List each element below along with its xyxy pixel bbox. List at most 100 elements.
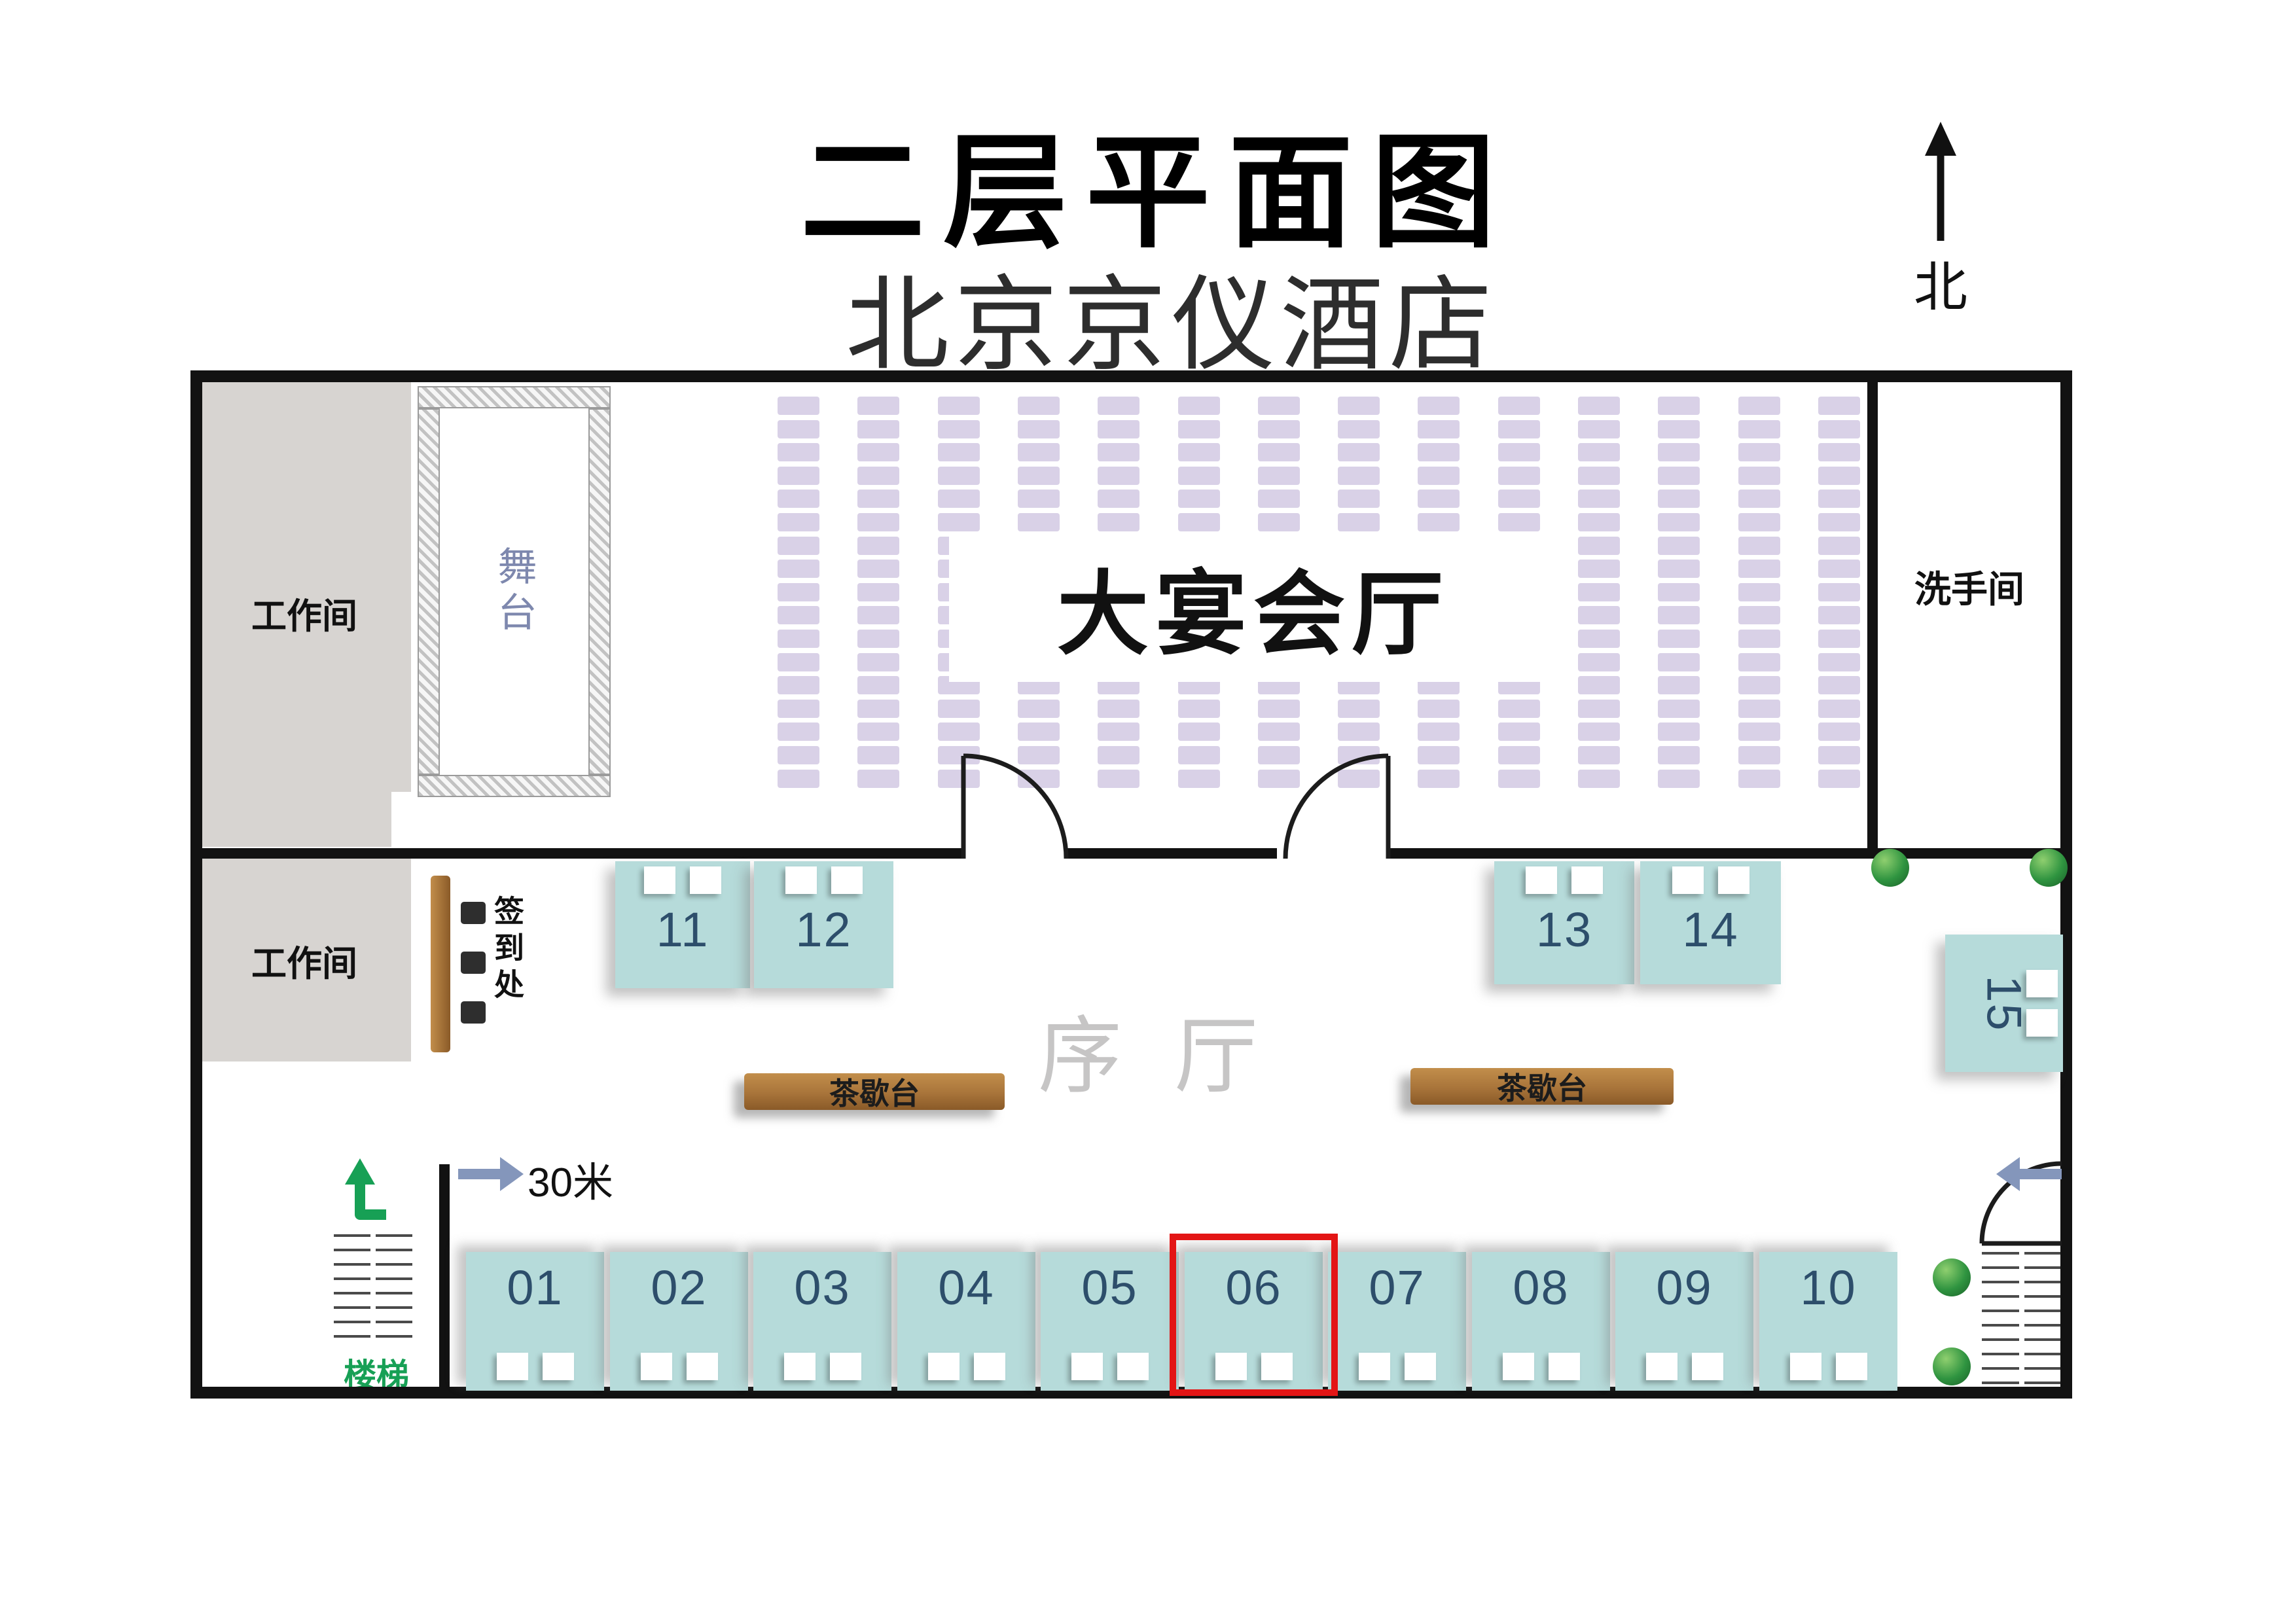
workroom-mid: 工作间 [198, 859, 411, 1061]
banquet-chair [857, 513, 899, 531]
booth-tables [640, 1353, 718, 1380]
banquet-chair [1818, 653, 1860, 671]
banquet-chair [1418, 722, 1460, 741]
banquet-chair [1578, 420, 1620, 438]
banquet-chair [778, 676, 819, 694]
banquet-chair [778, 560, 819, 578]
banquet-chair [778, 397, 819, 415]
banquet-chair [1498, 397, 1540, 415]
banquet-chair [857, 443, 899, 461]
booth-number: 08 [1513, 1260, 1570, 1315]
booth-tables [783, 1353, 861, 1380]
banquet-chair [1418, 467, 1460, 485]
banquet-chair [778, 746, 819, 764]
banquet-chair [857, 420, 899, 438]
booth-number: 04 [938, 1260, 995, 1315]
booth-08: 08 [1472, 1252, 1610, 1391]
banquet-chair [778, 513, 819, 531]
banquet-chair [1338, 397, 1380, 415]
banquet-chair [1738, 630, 1780, 648]
banquet-chair [1818, 513, 1860, 531]
banquet-chair [1098, 490, 1139, 508]
banquet-chair [1658, 746, 1700, 764]
banquet-hall-label: 大宴会厅 [949, 531, 1558, 682]
banquet-chair [1418, 443, 1460, 461]
booth-02: 02 [610, 1252, 748, 1391]
plant-icon [1871, 849, 1909, 887]
banquet-chair [1738, 606, 1780, 624]
banquet-chair [1498, 746, 1540, 764]
banquet-chair [1578, 467, 1620, 485]
booth-number: 14 [1682, 902, 1739, 957]
banquet-chair [1578, 722, 1620, 741]
banquet-chair [1818, 443, 1860, 461]
booth-tables [496, 1353, 574, 1380]
banquet-chair [1498, 770, 1540, 788]
banquet-chair [1018, 770, 1060, 788]
banquet-chair [1338, 420, 1380, 438]
tea-station-label: 茶歇台 [1497, 1071, 1587, 1105]
banquet-chair [1338, 746, 1380, 764]
banquet-chair [1178, 443, 1220, 461]
banquet-chair [1578, 630, 1620, 648]
banquet-chair [1578, 513, 1620, 531]
entrance-door-arc [1979, 1161, 2062, 1244]
banquet-chair [1178, 467, 1220, 485]
booth-number: 01 [507, 1260, 564, 1315]
banquet-chair [1018, 746, 1060, 764]
banquet-chair [938, 513, 980, 531]
banquet-chair [1818, 490, 1860, 508]
banquet-chair [778, 420, 819, 438]
booth-number: 06 [1225, 1260, 1282, 1315]
tea-station-label: 茶歇台 [829, 1077, 920, 1111]
booth-14: 14 [1640, 861, 1781, 984]
banquet-chair [857, 770, 899, 788]
booth-06: 06 [1185, 1252, 1323, 1391]
banquet-chair [1018, 397, 1060, 415]
banquet-chair [1738, 513, 1780, 531]
booth-number: 02 [651, 1260, 708, 1315]
north-label: 北 [1913, 258, 1967, 317]
banquet-chair [1738, 746, 1780, 764]
booth-tables [1358, 1353, 1436, 1380]
banquet-chair [1098, 443, 1139, 461]
banquet-chair [1818, 700, 1860, 718]
banquet-chair [1258, 722, 1300, 741]
wall-restroom-partition [1867, 380, 1878, 859]
banquet-chair [1018, 443, 1060, 461]
banquet-chair [857, 467, 899, 485]
banquet-chair [1658, 467, 1700, 485]
banquet-chair [1738, 700, 1780, 718]
wall-banquet-south-2 [1066, 848, 1277, 859]
plant-icon [1933, 1347, 1971, 1385]
banquet-chair [1658, 397, 1700, 415]
restroom-label: 洗手间 [1914, 569, 2024, 610]
banquet-chair [1658, 583, 1700, 601]
banquet-chair [1658, 513, 1700, 531]
banquet-chair [857, 537, 899, 555]
banquet-chair [1338, 443, 1380, 461]
banquet-chair [1578, 770, 1620, 788]
banquet-chair [1418, 397, 1460, 415]
banquet-chair [1098, 722, 1139, 741]
banquet-chair [1418, 700, 1460, 718]
booth-04: 04 [897, 1252, 1035, 1391]
banquet-chair [938, 700, 980, 718]
banquet-chair [778, 583, 819, 601]
checkin-chair [461, 952, 486, 974]
workroom-top: 工作间 [198, 378, 411, 847]
stairs-divider [370, 1234, 376, 1346]
banquet-chair [1258, 397, 1300, 415]
banquet-chair [1738, 560, 1780, 578]
banquet-chair [857, 653, 899, 671]
entrance-arrow-icon [1996, 1157, 2062, 1191]
booth-number: 03 [794, 1260, 851, 1315]
banquet-chair [1178, 746, 1220, 764]
banquet-chair [857, 397, 899, 415]
banquet-chair [1098, 770, 1139, 788]
booth-tables [1502, 1353, 1580, 1380]
booth-10: 10 [1759, 1252, 1897, 1391]
banquet-chair [1258, 700, 1300, 718]
booth-11: 11 [615, 861, 750, 988]
stage-truss-bottom [418, 775, 611, 797]
